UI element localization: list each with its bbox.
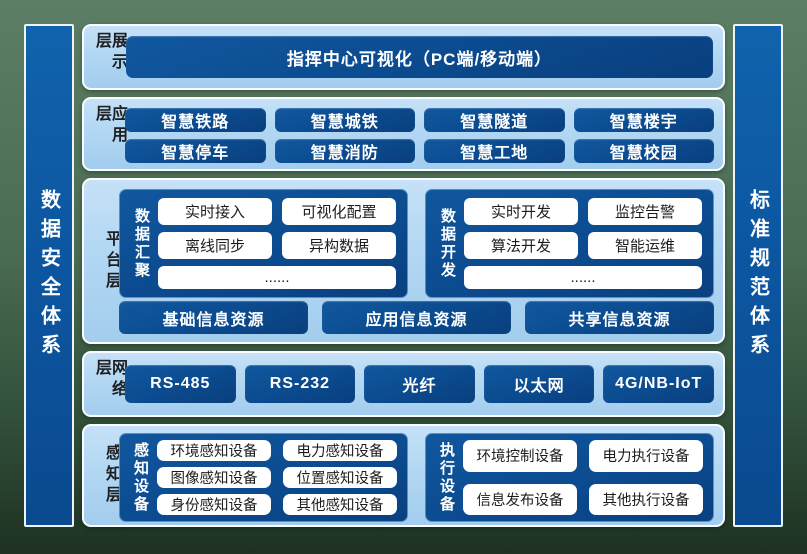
app-button: 智慧工地 [424,139,565,163]
device-pill: 环境控制设备 [463,440,577,472]
layer-panel-display: 展示层 指挥中心可视化（PC端/移动端） [82,24,725,90]
application-button-grid: 智慧铁路 智慧城铁 智慧隧道 智慧楼宇 智慧停车 智慧消防 智慧工地 智慧校园 [125,108,714,163]
layer-label-display: 展示层 [93,32,126,74]
app-button: 智慧停车 [125,139,266,163]
platform-group-row: 数据汇聚 实时接入 可视化配置 离线同步 异构数据 ...... 数据开发 [119,189,714,298]
platform-pill: 实时接入 [158,198,272,225]
group-execution-devices: 执行设备 环境控制设备 电力执行设备 信息发布设备 其他执行设备 [425,433,714,522]
device-pill: 位置感知设备 [283,467,397,488]
layer-label-platform: 平台层 [103,229,120,293]
app-button: 智慧铁路 [125,108,266,132]
app-button: 智慧消防 [274,139,415,163]
pillar-left-label: 数据安全体系 [37,188,60,363]
layer-panel-perception: 感知层 感知设备 环境感知设备 电力感知设备 图像感知设备 位置感知设备 身份感… [82,424,725,527]
layer-panel-platform: 平台层 数据汇聚 实时接入 可视化配置 离线同步 异构数据 ...... [82,178,725,344]
platform-pill: 实时开发 [464,198,578,225]
device-pill: 电力执行设备 [589,440,703,472]
platform-pill: 异构数据 [282,232,396,259]
layer-panel-network: 网络层 RS-485 RS-232 光纤 以太网 4G/NB-IoT [82,351,725,417]
display-banner: 指挥中心可视化（PC端/移动端） [126,36,713,78]
network-button: RS-485 [125,365,236,403]
app-button: 智慧隧道 [424,108,565,132]
device-pill: 其他执行设备 [589,483,703,515]
group-data-development: 数据开发 实时开发 监控告警 算法开发 智能运维 ...... [425,189,714,298]
layer-stack: 展示层 指挥中心可视化（PC端/移动端） 应用层 智慧铁路 智慧城铁 智慧隧道 … [82,24,725,527]
device-pill: 信息发布设备 [463,483,577,515]
layer-label-network: 网络层 [93,359,126,401]
layer-label-perception: 感知层 [103,444,120,507]
group-label: 感知设备 [132,441,149,514]
device-pill: 电力感知设备 [283,440,397,461]
resource-button: 应用信息资源 [322,301,511,334]
network-button: 4G/NB-IoT [603,365,714,403]
platform-resource-row: 基础信息资源 应用信息资源 共享信息资源 [119,301,714,334]
platform-pill: 算法开发 [464,232,578,259]
device-pill: 环境感知设备 [157,440,271,461]
perception-group-row: 感知设备 环境感知设备 电力感知设备 图像感知设备 位置感知设备 身份感知设备 … [119,433,714,522]
platform-pill-ellipsis: ...... [464,266,702,289]
device-pill: 图像感知设备 [157,467,271,488]
network-button: 以太网 [483,365,595,403]
platform-pill: 可视化配置 [282,198,396,225]
group-data-aggregation: 数据汇聚 实时接入 可视化配置 离线同步 异构数据 ...... [119,189,408,298]
app-button: 智慧楼宇 [573,108,714,132]
layer-label-application: 应用层 [93,105,126,147]
network-button: 光纤 [364,365,475,403]
pillar-data-security: 数据安全体系 [24,24,74,527]
device-pill: 身份感知设备 [157,494,271,515]
network-button: RS-232 [244,365,356,403]
resource-button: 共享信息资源 [525,301,714,334]
platform-pill: 监控告警 [588,198,702,225]
resource-button: 基础信息资源 [119,301,308,334]
layer-panel-application: 应用层 智慧铁路 智慧城铁 智慧隧道 智慧楼宇 智慧停车 智慧消防 智慧工地 智… [82,97,725,171]
pillar-standards: 标准规范体系 [733,24,783,527]
app-button: 智慧校园 [573,139,714,163]
group-label: 执行设备 [438,441,455,514]
group-label: 数据汇聚 [133,207,150,280]
platform-pill-ellipsis: ...... [158,266,396,289]
pillar-right-label: 标准规范体系 [746,188,769,363]
app-button: 智慧城铁 [274,108,415,132]
group-label: 数据开发 [439,207,456,280]
platform-pill: 离线同步 [158,232,272,259]
group-sensing-devices: 感知设备 环境感知设备 电力感知设备 图像感知设备 位置感知设备 身份感知设备 … [119,433,408,522]
platform-pill: 智能运维 [588,232,702,259]
network-button-grid: RS-485 RS-232 光纤 以太网 4G/NB-IoT [125,365,714,403]
device-pill: 其他感知设备 [283,494,397,515]
